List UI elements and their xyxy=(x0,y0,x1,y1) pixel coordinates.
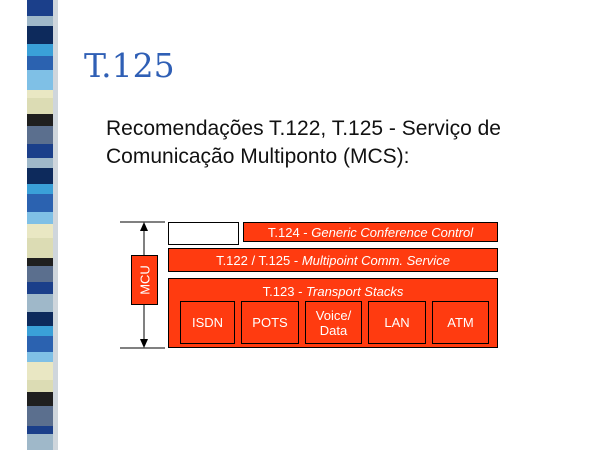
decorative-stripe xyxy=(27,282,53,294)
mcu-label: MCU xyxy=(137,265,152,295)
decorative-stripe xyxy=(27,168,53,184)
decorative-stripe-bar xyxy=(27,0,53,450)
decorative-stripe xyxy=(27,212,53,224)
transport-voice-data-line1: Voice/ xyxy=(315,307,352,323)
decorative-stripe xyxy=(27,380,53,392)
transport-voice-data-line2: Data xyxy=(319,322,348,338)
decorative-stripe xyxy=(27,56,53,70)
decorative-stripe xyxy=(27,126,53,144)
decorative-stripe xyxy=(27,336,53,352)
layer-t122-code: T.122 / T.125 - xyxy=(216,252,302,268)
transport-atm: ATM xyxy=(432,301,489,344)
stripe-shadow xyxy=(53,0,58,450)
transport-pots: POTS xyxy=(241,301,299,344)
decorative-stripe xyxy=(27,258,53,266)
decorative-stripe xyxy=(27,406,53,426)
decorative-stripe xyxy=(27,294,53,312)
arrow-down-icon xyxy=(140,339,148,348)
decorative-stripe xyxy=(27,426,53,434)
decorative-stripe xyxy=(27,224,53,238)
decorative-stripe xyxy=(27,184,53,194)
slide-title: T.125 xyxy=(84,46,175,85)
mcu-label-box: MCU xyxy=(131,255,158,305)
transport-pots-label: POTS xyxy=(252,315,288,330)
transport-isdn-label: ISDN xyxy=(191,315,224,330)
layer-t124: T.124 - Generic Conference Control xyxy=(243,222,498,242)
layer-t124-code: T.124 - xyxy=(267,224,312,240)
decorative-stripe xyxy=(27,16,53,26)
decorative-stripe xyxy=(27,434,53,450)
subtitle-line-1: Recomendações T.122, T.125 - Serviço de xyxy=(106,117,501,140)
decorative-stripe xyxy=(27,266,53,282)
transport-voice-data: Voice/ Data xyxy=(305,301,362,344)
decorative-stripe xyxy=(27,90,53,98)
decorative-stripe xyxy=(27,158,53,168)
decorative-stripe xyxy=(27,70,53,90)
empty-layer-box xyxy=(168,222,239,245)
transport-lan: LAN xyxy=(368,301,426,344)
decorative-stripe xyxy=(27,0,53,16)
decorative-stripe xyxy=(27,44,53,56)
slide-subtitle: Recomendações T.122, T.125 - Serviço de … xyxy=(106,115,576,171)
layer-t124-name: Generic Conference Control xyxy=(311,224,474,240)
decorative-stripe xyxy=(27,238,53,258)
decorative-stripe xyxy=(27,326,53,336)
arrow-up-icon xyxy=(140,222,148,231)
decorative-stripe xyxy=(27,144,53,158)
decorative-stripe xyxy=(27,98,53,114)
decorative-stripe xyxy=(27,114,53,126)
layer-t122-name: Multipoint Comm. Service xyxy=(301,252,450,268)
decorative-stripe xyxy=(27,352,53,362)
decorative-stripe xyxy=(27,312,53,326)
decorative-stripe xyxy=(27,194,53,212)
decorative-stripe xyxy=(27,26,53,44)
layer-t123-code: T.123 - xyxy=(262,284,307,299)
transport-atm-label: ATM xyxy=(447,315,474,330)
layer-t122-t125: T.122 / T.125 - Multipoint Comm. Service xyxy=(168,248,498,272)
layer-t123-name: Transport Stacks xyxy=(306,284,404,299)
transport-isdn: ISDN xyxy=(180,301,235,344)
decorative-stripe xyxy=(27,362,53,380)
decorative-stripe xyxy=(27,392,53,406)
subtitle-line-2: Comunicação Multiponto (MCS): xyxy=(106,145,410,168)
transport-lan-label: LAN xyxy=(384,315,410,330)
